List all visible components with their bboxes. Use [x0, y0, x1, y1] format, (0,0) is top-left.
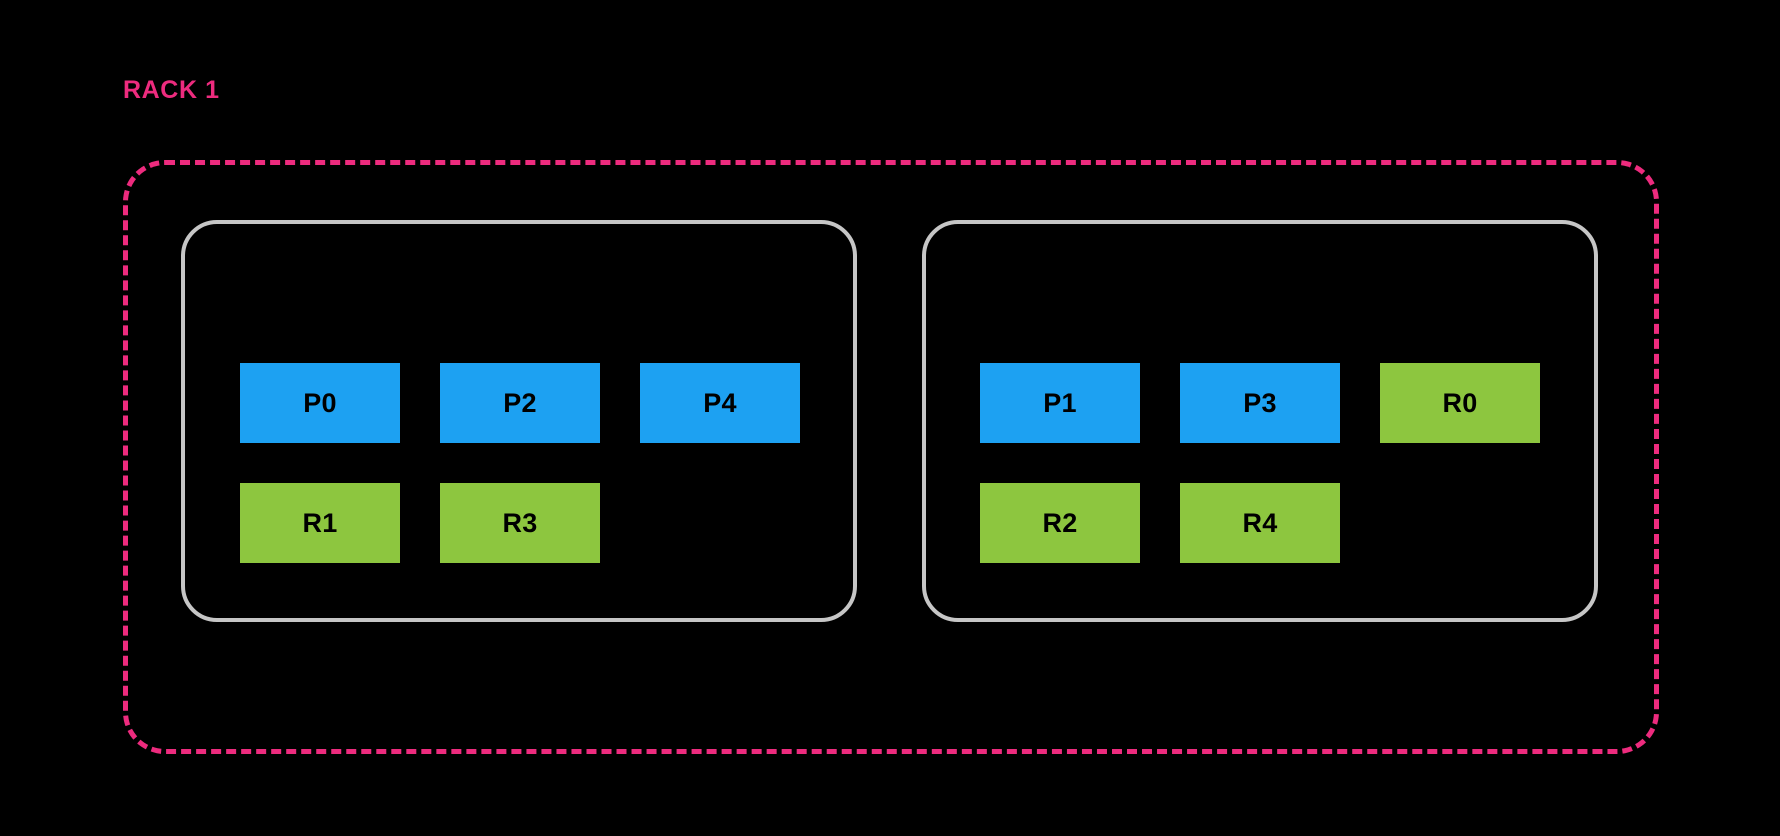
rack-boundary	[123, 160, 1659, 754]
partition-block[interactable]: P4	[640, 363, 800, 443]
replica-block[interactable]: R3	[440, 483, 600, 563]
partition-block[interactable]: P2	[440, 363, 600, 443]
replica-block[interactable]: R0	[1380, 363, 1540, 443]
replica-block[interactable]: R1	[240, 483, 400, 563]
replica-block[interactable]: R2	[980, 483, 1140, 563]
partition-block[interactable]: P1	[980, 363, 1140, 443]
rack-label: RACK 1	[123, 76, 220, 104]
partition-block[interactable]: P3	[1180, 363, 1340, 443]
node-box-1	[922, 220, 1598, 622]
replica-block[interactable]: R4	[1180, 483, 1340, 563]
node-box-0	[181, 220, 857, 622]
partition-block[interactable]: P0	[240, 363, 400, 443]
